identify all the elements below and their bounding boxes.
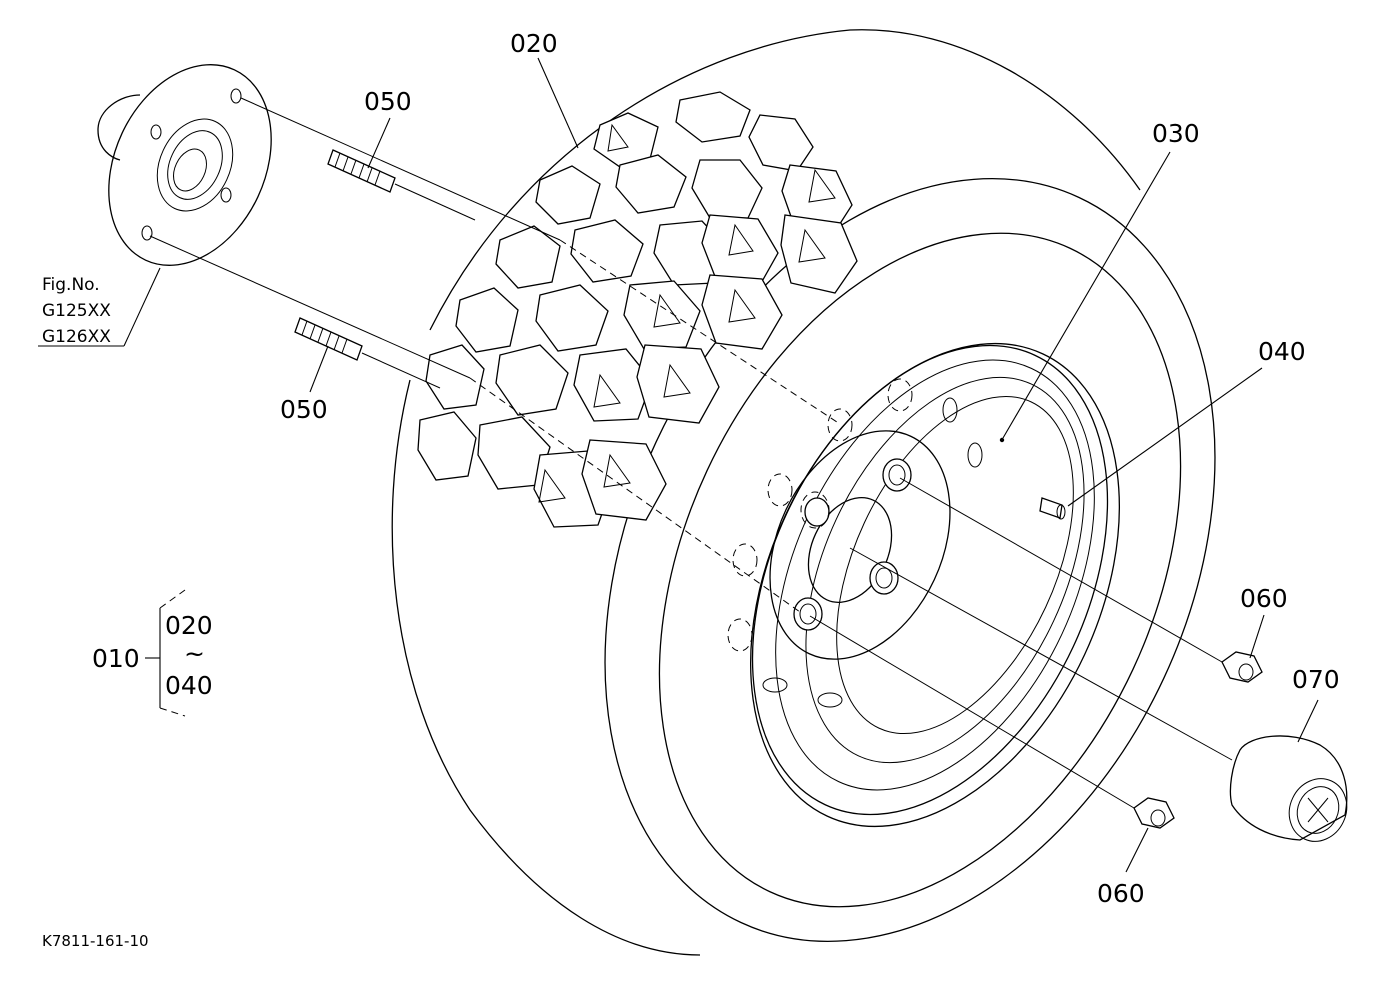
callout-stud-upper: 050 bbox=[364, 87, 412, 116]
drawing-code: K7811-161-10 bbox=[42, 932, 149, 950]
leader-lines bbox=[38, 57, 1319, 873]
axis-lines bbox=[149, 97, 1233, 809]
callout-center-cap: 070 bbox=[1292, 665, 1340, 694]
phantom-stud-holes bbox=[727, 378, 913, 652]
assembly-bracket bbox=[145, 589, 186, 717]
lug-nut-lower[interactable] bbox=[1133, 797, 1175, 829]
valve-stem[interactable] bbox=[1039, 497, 1066, 520]
wheel-rim[interactable] bbox=[682, 288, 1178, 871]
center-cap[interactable] bbox=[1229, 735, 1356, 851]
assembly-to: 040 bbox=[165, 671, 213, 700]
fig-ref-title: Fig.No. bbox=[42, 275, 100, 295]
fig-ref-line2: G126XX bbox=[42, 327, 111, 347]
fig-ref-line1: G125XX bbox=[42, 301, 111, 321]
callout-tire: 020 bbox=[510, 29, 558, 58]
wheel-stud-upper[interactable] bbox=[327, 149, 396, 193]
wheel-stud-lower[interactable] bbox=[294, 317, 363, 361]
callout-valve: 040 bbox=[1258, 337, 1306, 366]
hub-flange bbox=[97, 64, 272, 266]
lug-nut-upper[interactable] bbox=[1221, 651, 1263, 683]
callout-stud-lower: 050 bbox=[280, 395, 328, 424]
tread-pattern bbox=[417, 91, 858, 528]
callout-nut-lower: 060 bbox=[1097, 879, 1145, 908]
assembly-tilde: ~ bbox=[184, 639, 205, 668]
callout-wheel-rim: 030 bbox=[1152, 119, 1200, 148]
assembly-id: 010 bbox=[92, 644, 140, 673]
assembly-from: 020 bbox=[165, 611, 213, 640]
callout-nut-upper: 060 bbox=[1240, 584, 1288, 613]
tire[interactable] bbox=[391, 29, 1333, 1002]
